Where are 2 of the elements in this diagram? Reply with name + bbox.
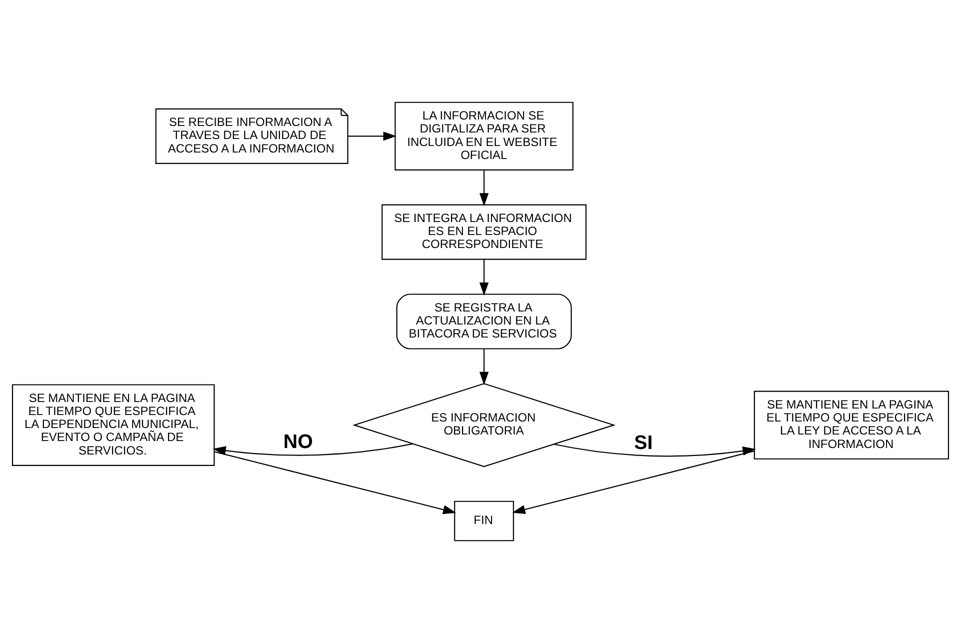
edge-label: SI — [634, 432, 653, 454]
edge-label: NO — [283, 430, 313, 453]
